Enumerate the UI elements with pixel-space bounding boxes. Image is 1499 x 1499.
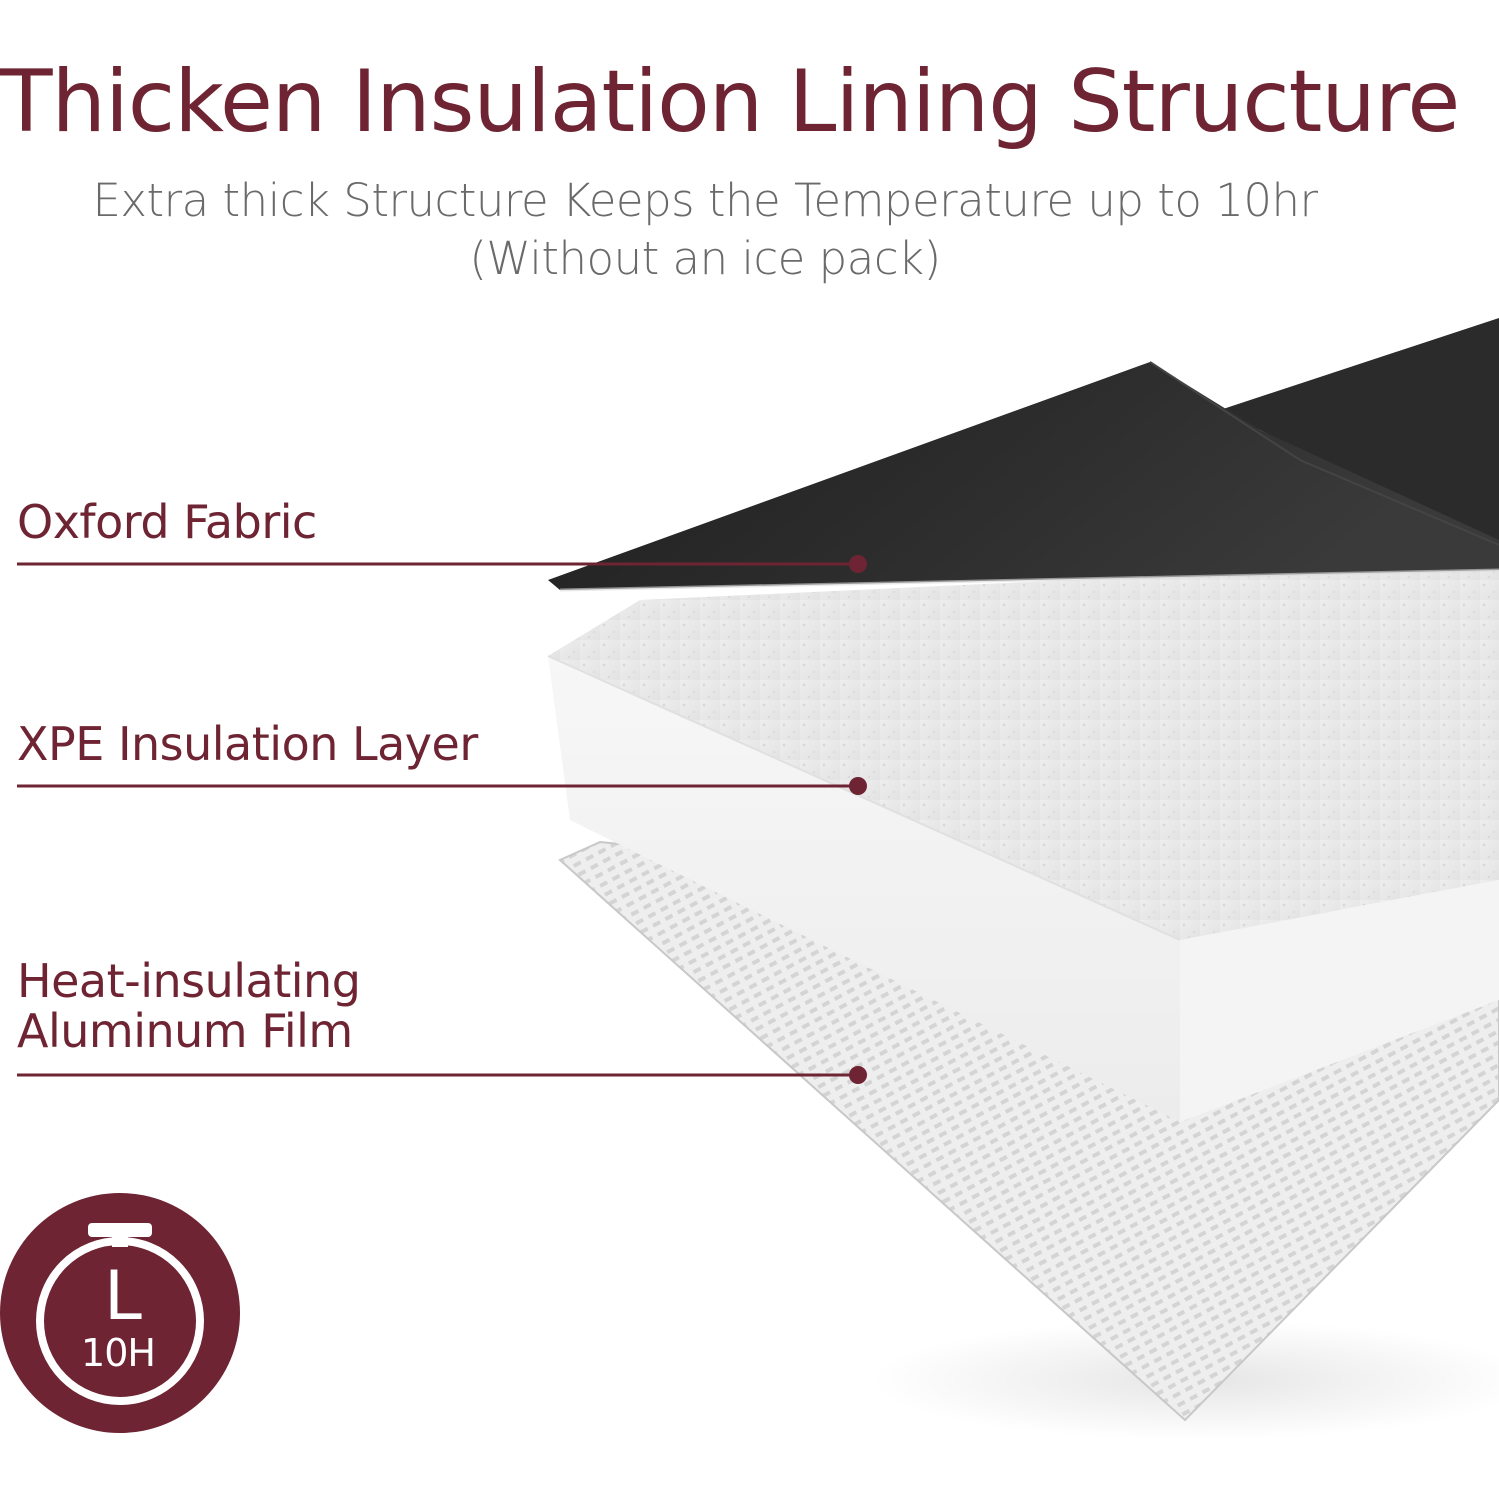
oxford-fabric-layer	[548, 318, 1499, 592]
label-aluminum-film-line1: Heat-insulating	[17, 954, 361, 1008]
page-title: Thicken Insulation Lining Structure	[0, 52, 1460, 152]
label-oxford-fabric: Oxford Fabric	[17, 495, 317, 549]
label-xpe-insulation: XPE Insulation Layer	[17, 717, 478, 771]
subtitle-line-1: Extra thick Structure Keeps the Temperat…	[92, 174, 1318, 227]
leader-line-film	[17, 1066, 867, 1084]
xpe-foam-layer	[547, 560, 1499, 1122]
badge-letter: L	[104, 1257, 142, 1336]
leader-line-xpe	[17, 777, 867, 795]
label-aluminum-film-line2: Aluminum Film	[17, 1004, 353, 1058]
badge-duration: 10H	[81, 1331, 156, 1375]
leader-line-oxford	[17, 555, 867, 573]
stopwatch-icon	[0, 1193, 240, 1433]
subtitle-line-2: (Without an ice pack)	[469, 232, 941, 285]
